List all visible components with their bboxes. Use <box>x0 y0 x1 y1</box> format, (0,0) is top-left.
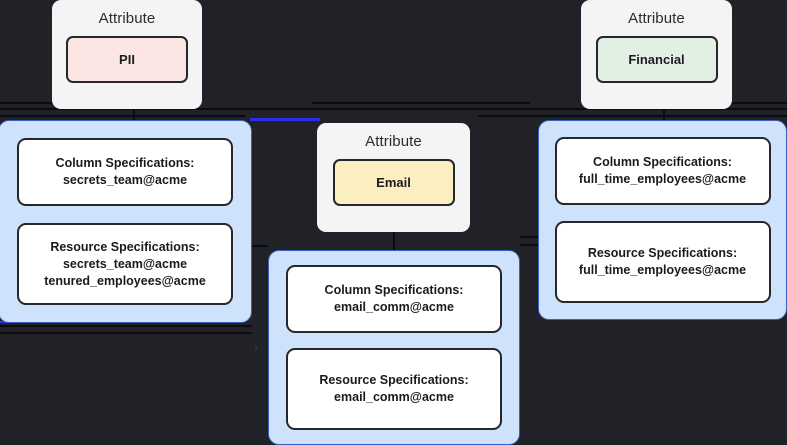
spec-item: tenured_employees@acme <box>44 273 206 288</box>
spec-item: secrets_team@acme <box>62 173 188 187</box>
attribute-card-title: Attribute <box>628 10 685 27</box>
attribute-card-title: Attribute <box>365 133 422 150</box>
spec-heading: Resource Specifications: <box>587 246 738 260</box>
resource-specifications-box[interactable]: Resource Specifications: full_time_emplo… <box>554 221 771 303</box>
attribute-card-email[interactable]: Attribute Email <box>317 123 470 232</box>
spec-item: secrets_team@acme <box>62 256 188 271</box>
column-specifications-box[interactable]: Column Specifications: email_comm@acme <box>286 265 502 334</box>
column-specifications-box[interactable]: Column Specifications: secrets_team@acme <box>17 138 233 206</box>
attribute-chip-pii[interactable]: PII <box>66 36 188 83</box>
spec-heading: Column Specifications: <box>324 283 464 298</box>
spec-group-email-comm[interactable]: Column Specifications: email_comm@acme R… <box>268 250 520 445</box>
spec-item: email_comm@acme <box>334 300 454 315</box>
attribute-card-title: Attribute <box>98 10 156 27</box>
attribute-chip-financial[interactable]: Financial <box>595 36 718 83</box>
attribute-chip-email[interactable]: Email <box>332 159 455 206</box>
spec-heading: Resource Specifications: <box>50 239 200 254</box>
spec-heading: Column Specifications: <box>593 155 732 169</box>
attribute-card-financial[interactable]: Attribute Financial <box>581 0 732 109</box>
spec-item: full_time_employees@acme <box>578 263 747 277</box>
spec-group-secrets-team[interactable]: Column Specifications: secrets_team@acme… <box>0 120 252 323</box>
resource-specifications-box[interactable]: Resource Specifications: secrets_team@ac… <box>17 223 233 305</box>
spec-group-full-time-employees[interactable]: Column Specifications: full_time_employe… <box>538 120 787 320</box>
chevron-right-icon[interactable]: › <box>254 339 259 354</box>
spec-heading: Column Specifications: <box>55 156 195 170</box>
spec-item: email_comm@acme <box>334 389 454 404</box>
attribute-card-pii[interactable]: Attribute PII <box>52 0 202 109</box>
spec-item: full_time_employees@acme <box>578 172 747 186</box>
resource-specifications-box[interactable]: Resource Specifications: email_comm@acme <box>286 347 502 430</box>
column-specifications-box[interactable]: Column Specifications: full_time_employe… <box>554 137 771 205</box>
spec-heading: Resource Specifications: <box>319 372 469 387</box>
